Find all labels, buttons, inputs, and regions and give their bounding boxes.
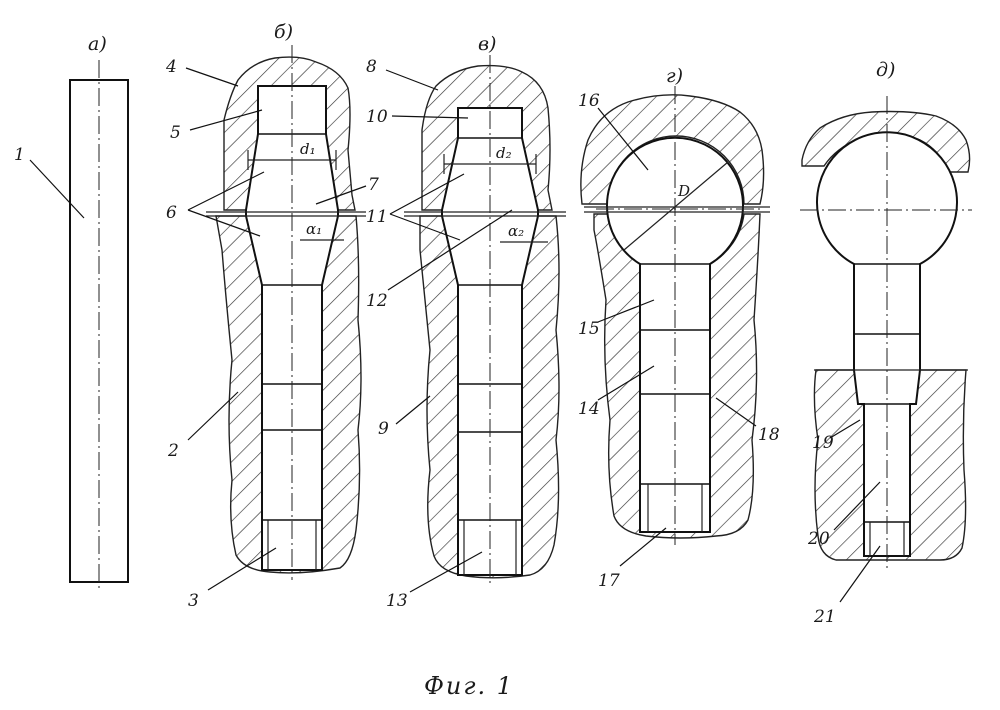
- label-15: 15: [578, 319, 600, 339]
- label-16: 16: [578, 91, 600, 111]
- label-12: 12: [366, 291, 388, 311]
- dim-d2: d₂: [496, 144, 512, 162]
- label-11: 11: [366, 207, 388, 227]
- stage-b: б) d₁ α₁ 4 5 6 7 2: [165, 21, 379, 611]
- label-19: 19: [812, 433, 834, 453]
- blank-rod: [69, 79, 129, 583]
- stage-v-label: в): [478, 33, 496, 55]
- lower-die-19: [813, 369, 967, 561]
- dim-line-D: [623, 161, 729, 251]
- leader-3: [207, 547, 277, 591]
- leader-13: [409, 551, 483, 593]
- dim-alpha1: α₁: [306, 220, 322, 238]
- label-13: 13: [386, 591, 408, 611]
- label-18: 18: [758, 425, 780, 445]
- leader-7: [315, 185, 367, 205]
- leader-18: [715, 397, 757, 427]
- label-2: 2: [167, 441, 179, 461]
- leader-19: [829, 419, 861, 439]
- label-5: 5: [170, 123, 181, 143]
- label-1: 1: [14, 145, 25, 165]
- leader-4: [185, 67, 239, 87]
- leader-15: [597, 299, 655, 323]
- leader-8: [385, 69, 439, 91]
- leader-12: [387, 209, 513, 291]
- label-20: 20: [807, 529, 830, 549]
- leader-2: [187, 391, 239, 441]
- figure-caption: Фиг. 1: [424, 672, 514, 700]
- label-7: 7: [368, 175, 379, 195]
- label-17: 17: [598, 571, 620, 591]
- leader-1: [29, 159, 85, 219]
- upper-die-8: [421, 64, 553, 211]
- label-4: 4: [165, 57, 177, 77]
- label-21: 21: [813, 607, 836, 627]
- stage-g: г) D 16 15 14 18 17: [578, 65, 780, 591]
- label-8: 8: [366, 57, 377, 77]
- upper-die-4: [223, 56, 356, 211]
- leader-9: [395, 395, 431, 425]
- leader-14: [597, 365, 655, 401]
- lower-die-2: [215, 215, 362, 574]
- leader-5: [189, 109, 263, 131]
- leader-11a: [389, 173, 465, 215]
- stage-d-label: д): [876, 59, 895, 81]
- label-3: 3: [188, 591, 199, 611]
- leader-16: [597, 107, 649, 171]
- leader-20: [833, 481, 881, 531]
- leader-10: [391, 115, 469, 119]
- label-14: 14: [578, 399, 600, 419]
- stage-a: а) 1: [14, 33, 129, 592]
- leader-11b: [389, 213, 461, 241]
- dim-alpha2: α₂: [508, 222, 524, 240]
- label-10: 10: [366, 107, 388, 127]
- label-9: 9: [378, 419, 389, 439]
- dim-D: D: [677, 182, 690, 200]
- leader-6b: [187, 209, 261, 237]
- leader-17: [619, 527, 667, 567]
- leader-21: [839, 545, 881, 603]
- stage-g-label: г): [666, 65, 683, 87]
- leader-6a: [187, 171, 265, 211]
- label-6: 6: [166, 203, 177, 223]
- stage-v: в) d₂ α₂ 8 10 11 12 9 13: [366, 33, 566, 611]
- stage-d: д) 19 20 21: [800, 59, 972, 627]
- dim-d1: d₁: [300, 140, 316, 158]
- stage-a-label: а): [88, 33, 107, 55]
- stage-b-label: б): [274, 21, 293, 43]
